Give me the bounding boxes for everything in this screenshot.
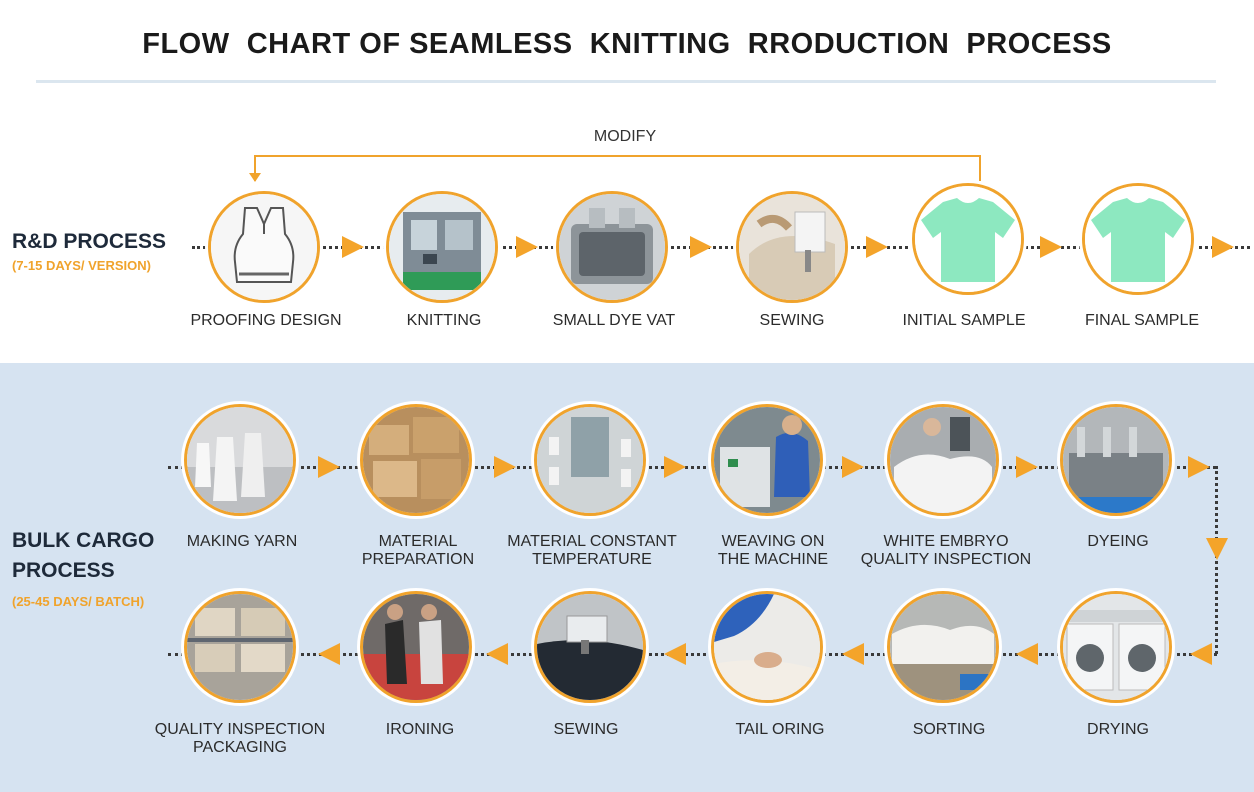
step-label: QUALITY INSPECTION PACKAGING: [154, 721, 326, 756]
machine-operator-icon: [714, 407, 820, 513]
bulk-arrow: [1016, 456, 1038, 478]
bulk-arrow: [842, 456, 864, 478]
modify-loop-line: [254, 155, 981, 181]
shirt-icon: [915, 186, 1021, 292]
step-label: WHITE EMBRYO QUALITY INSPECTION: [860, 533, 1032, 568]
page-title: FLOW CHART OF SEAMLESS KNITTING RRODUCTI…: [142, 28, 1112, 60]
sorting-icon: [890, 594, 996, 700]
bulk-arrow: [318, 643, 340, 665]
step-label: SEWING: [759, 312, 825, 329]
shirt-icon: [1085, 186, 1191, 292]
bulk-process-duration: (25-45 DAYS/ BATCH): [12, 594, 145, 609]
bulk-arrow: [494, 456, 516, 478]
warehouse-icon: [187, 594, 293, 700]
step-label: DRYING: [1087, 721, 1149, 738]
rd-arrow: [1040, 236, 1062, 258]
step-label: TAIL ORING: [735, 721, 825, 738]
inspection-icon: [890, 407, 996, 513]
rd-process-label: R&D PROCESS: [12, 230, 167, 253]
dye-vat-icon: [559, 194, 665, 300]
step-label: SEWING: [553, 721, 619, 738]
bulk-arrow: [664, 643, 686, 665]
rd-process-duration: (7-15 DAYS/ VERSION): [12, 258, 151, 273]
step-label: MATERIAL CONSTANT TEMPERATURE: [507, 533, 677, 568]
step-label: SMALL DYE VAT: [552, 312, 676, 329]
rd-arrow: [342, 236, 364, 258]
bulk-process-label: BULK CARGO PROCESS: [12, 529, 155, 582]
knitting-machine-icon: [389, 194, 495, 300]
bulk-arrow: [664, 456, 686, 478]
ironing-icon: [363, 594, 469, 700]
tailoring-icon: [714, 594, 820, 700]
yarn-cones-icon: [187, 407, 293, 513]
tank-top-sketch-icon: [211, 194, 317, 300]
sewing-machine-icon: [739, 194, 845, 300]
bulk-down-arrow: [1206, 538, 1228, 560]
bulk-arrow: [486, 643, 508, 665]
dryer-icon: [1063, 594, 1169, 700]
step-label: IRONING: [385, 721, 455, 738]
step-label: INITIAL SAMPLE: [902, 312, 1026, 329]
bulk-arrow: [1016, 643, 1038, 665]
step-label: MATERIAL PREPARATION: [361, 533, 475, 568]
dyeing-machine-icon: [1063, 407, 1169, 513]
step-label: WEAVING ON THE MACHINE: [717, 533, 829, 568]
bulk-connector-line: [1215, 466, 1218, 654]
bulk-row1-line: [168, 466, 1216, 469]
step-label: SORTING: [912, 721, 986, 738]
modify-label: MODIFY: [593, 128, 657, 145]
rd-flow-line: [192, 246, 1250, 249]
bulk-row2-line: [168, 653, 1217, 656]
bulk-turn-arrow: [1190, 643, 1212, 665]
step-label: PROOFING DESIGN: [190, 312, 342, 329]
bulk-arrow: [318, 456, 340, 478]
modify-arrow-head: [249, 173, 261, 182]
step-label: MAKING YARN: [186, 533, 298, 550]
cartons-icon: [363, 407, 469, 513]
rd-arrow: [1212, 236, 1234, 258]
yarn-room-icon: [537, 407, 643, 513]
sewing-icon: [537, 594, 643, 700]
rd-arrow: [866, 236, 888, 258]
bulk-arrow: [1188, 456, 1210, 478]
step-label: KNITTING: [406, 312, 482, 329]
step-label: FINAL SAMPLE: [1084, 312, 1200, 329]
title-underline: [36, 80, 1216, 83]
bulk-arrow: [842, 643, 864, 665]
rd-arrow: [690, 236, 712, 258]
rd-arrow: [516, 236, 538, 258]
step-label: DYEING: [1087, 533, 1149, 550]
